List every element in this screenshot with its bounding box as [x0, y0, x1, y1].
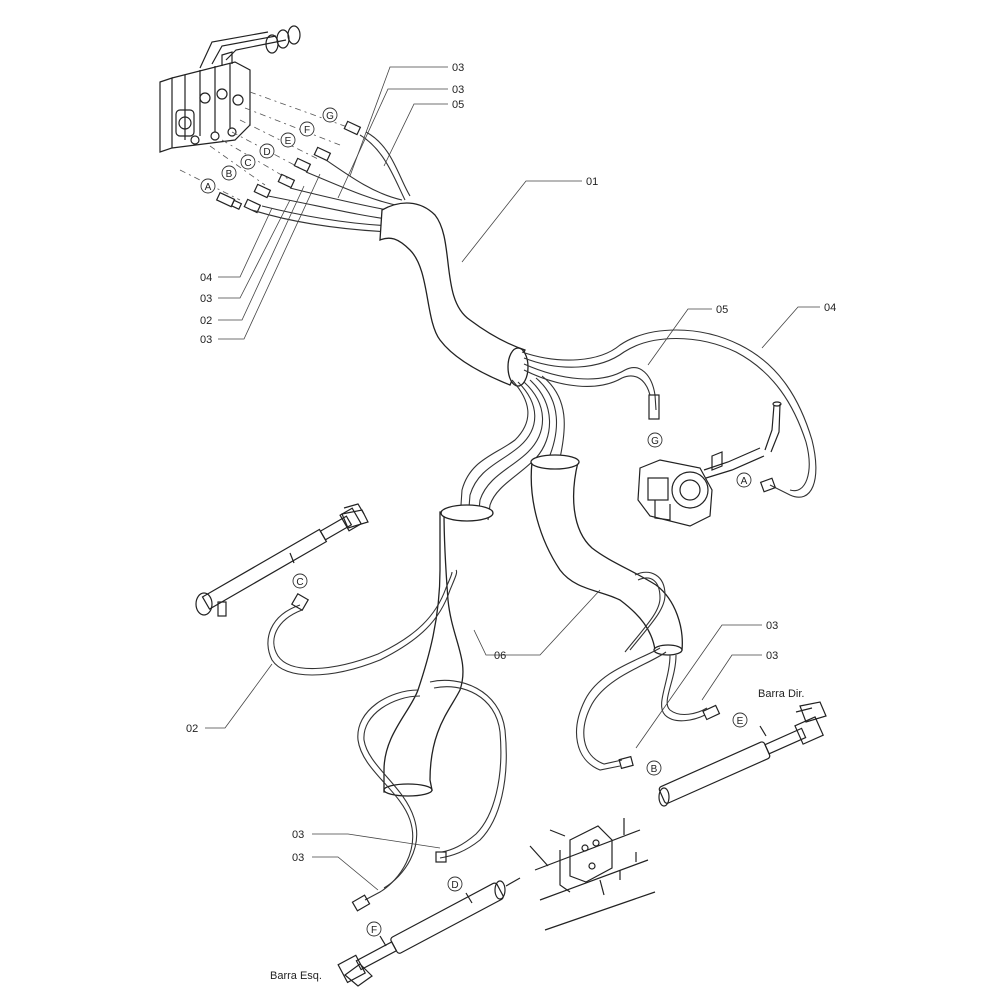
control-valve-block [159, 25, 301, 153]
callout-numbers: 03 03 05 01 04 03 02 03 05 04 06 02 03 0… [186, 62, 836, 864]
hoses-to-barra-esq [351, 679, 507, 912]
svg-text:E: E [285, 136, 292, 147]
barra-esq-label: Barra Esq. [270, 970, 322, 982]
connection-markers: A B C D E F G G A C B E D F [200, 107, 752, 937]
callout-03: 03 [452, 84, 464, 96]
marker-g: G [322, 107, 338, 123]
left-cylinder-barra-esq [337, 877, 521, 987]
svg-text:B: B [651, 764, 658, 775]
callout-04: 04 [824, 302, 836, 314]
svg-text:C: C [296, 577, 303, 588]
callout-03: 03 [200, 293, 212, 305]
marker-f: F [299, 121, 315, 137]
callout-04: 04 [200, 272, 212, 284]
svg-text:D: D [263, 147, 270, 158]
marker-e: E [280, 132, 296, 148]
marker-d: D [259, 143, 275, 159]
svg-text:F: F [371, 925, 377, 936]
mounting-bracket [529, 818, 656, 931]
protective-sleeve-06-left [383, 504, 494, 797]
callout-02: 02 [200, 315, 212, 327]
svg-text:A: A [205, 182, 212, 193]
svg-text:B: B [226, 169, 233, 180]
marker-motor-a: A [736, 472, 752, 488]
left-upper-cylinder [195, 503, 369, 617]
protective-sleeve-01 [379, 202, 529, 387]
callout-03: 03 [200, 334, 212, 346]
callout-06: 06 [494, 650, 506, 662]
leader-lines [205, 66, 820, 891]
callout-03: 03 [452, 62, 464, 74]
svg-text:D: D [451, 880, 458, 891]
hoses-to-motor [521, 329, 817, 498]
svg-text:C: C [244, 158, 251, 169]
protective-sleeve-06-right [530, 454, 683, 656]
marker-bottom-f: F [366, 921, 382, 937]
callout-03: 03 [292, 829, 304, 841]
marker-motor-g: G [647, 432, 663, 448]
marker-right-e: E [732, 712, 748, 728]
callout-03: 03 [292, 852, 304, 864]
hose-02-left-loop [267, 569, 458, 676]
hoses-to-barra-dir [576, 571, 721, 771]
marker-b: B [221, 165, 237, 181]
svg-text:G: G [326, 111, 334, 122]
svg-text:A: A [741, 476, 748, 487]
marker-cyl-c: C [292, 573, 308, 589]
valve-fittings [215, 120, 362, 214]
callout-03: 03 [766, 620, 778, 632]
callout-05: 05 [716, 304, 728, 316]
callout-01: 01 [586, 176, 598, 188]
barra-dir-label: Barra Dir. [758, 688, 804, 700]
svg-text:G: G [651, 436, 659, 447]
callout-03: 03 [766, 650, 778, 662]
marker-right-b: B [646, 760, 662, 776]
svg-text:E: E [737, 716, 744, 727]
marker-a: A [200, 178, 216, 194]
right-cylinder-barra-dir [658, 701, 827, 807]
marker-c: C [240, 154, 256, 170]
marker-bottom-d: D [447, 876, 463, 892]
callout-02: 02 [186, 723, 198, 735]
callout-05: 05 [452, 99, 464, 111]
hydraulic-motor [637, 401, 782, 527]
svg-text:F: F [304, 125, 310, 136]
